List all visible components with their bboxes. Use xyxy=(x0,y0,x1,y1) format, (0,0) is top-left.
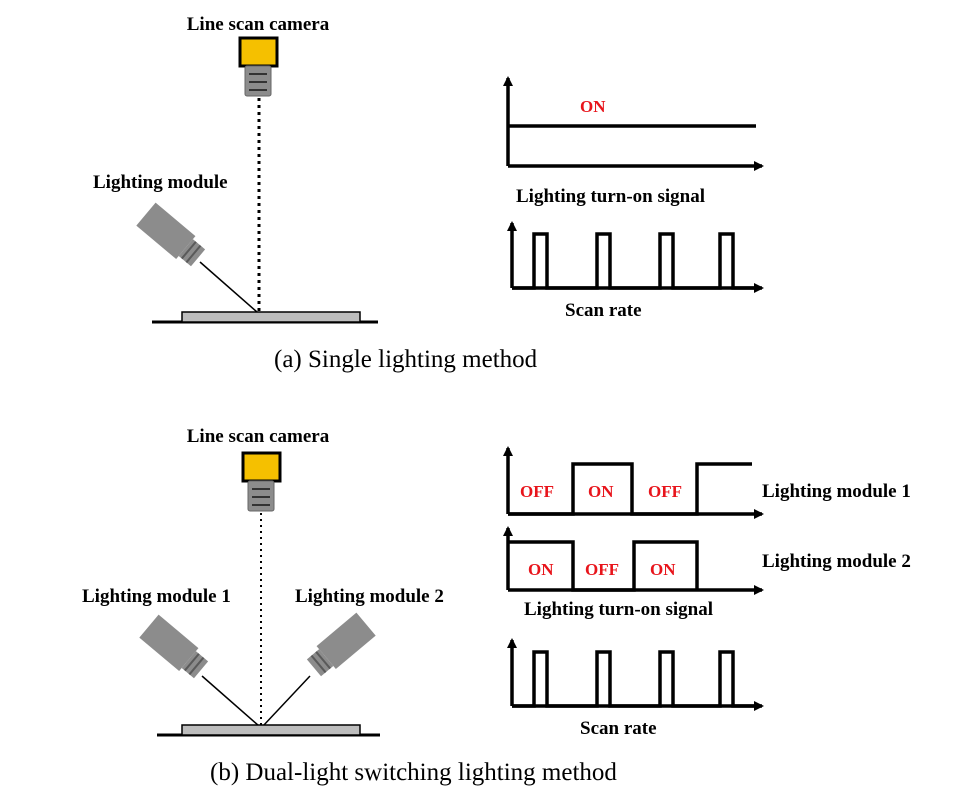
sample-a xyxy=(181,311,361,323)
scan-label-b: Scan rate xyxy=(580,718,657,739)
wave1-label: Lighting module 1 xyxy=(762,481,911,502)
lighting-module-1-wave: OFF ON OFF xyxy=(503,446,764,519)
lighting-module-label-a: Lighting module xyxy=(93,172,228,193)
wave2-state-2: OFF xyxy=(585,560,619,579)
caption-b: (b) Dual-light switching lighting method xyxy=(210,759,617,786)
caption-a: (a) Single lighting method xyxy=(274,346,538,373)
on-state-label-a: ON xyxy=(580,97,606,116)
wave1-state-1: OFF xyxy=(520,482,554,501)
scan-rate-chart-b xyxy=(507,638,764,711)
signal-label-b: Lighting turn-on signal xyxy=(524,599,713,620)
camera-label-b: Line scan camera xyxy=(187,426,330,447)
lighting-module-2-wave: ON OFF ON xyxy=(503,526,764,595)
signal-label-a: Lighting turn-on signal xyxy=(516,186,705,207)
camera-label-a: Line scan camera xyxy=(187,14,330,35)
light-ray-1 xyxy=(201,675,260,727)
light-ray-2 xyxy=(262,675,311,727)
lighting-module-2-icon xyxy=(306,612,376,677)
lighting-module-2-label: Lighting module 2 xyxy=(295,586,444,607)
lighting-signal-chart-a: ON xyxy=(503,76,764,171)
line-scan-camera-icon xyxy=(241,451,282,512)
sample-b xyxy=(181,724,361,736)
panel-a: Line scan camera Lighting module xyxy=(93,14,764,373)
line-scan-camera-icon xyxy=(238,36,279,97)
lighting-module-1-icon xyxy=(139,614,209,679)
lighting-module-1-label: Lighting module 1 xyxy=(82,586,231,607)
wave2-label: Lighting module 2 xyxy=(762,551,911,572)
wave1-state-2: ON xyxy=(588,482,614,501)
light-ray-a xyxy=(199,261,258,313)
wave2-state-1: ON xyxy=(528,560,554,579)
wave2-state-3: ON xyxy=(650,560,676,579)
scan-rate-chart-a xyxy=(507,221,764,293)
lighting-module-icon xyxy=(136,202,206,267)
scan-label-a: Scan rate xyxy=(565,300,642,321)
wave1-state-3: OFF xyxy=(648,482,682,501)
panel-b: Line scan camera Lighting module 1 Light… xyxy=(82,426,911,786)
